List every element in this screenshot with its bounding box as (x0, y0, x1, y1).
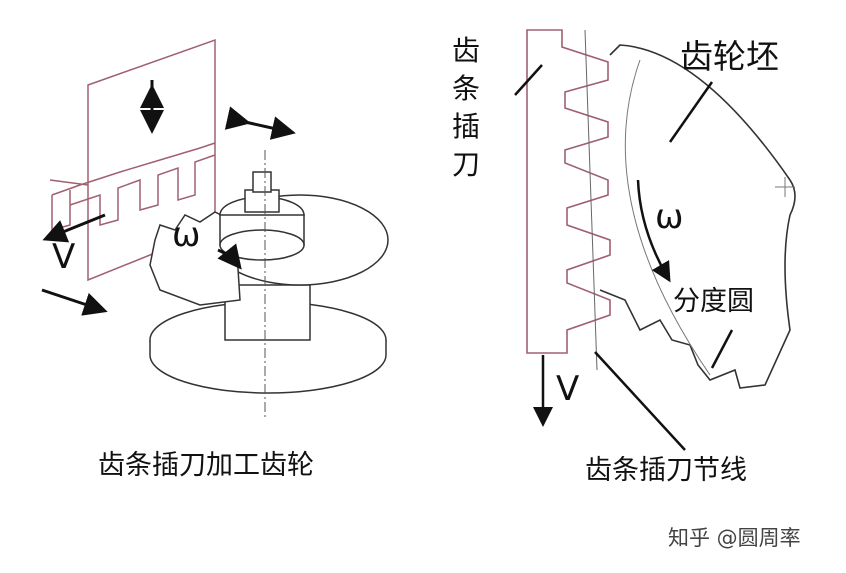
feed-arrow-icon (41, 288, 108, 316)
pitch-line (584, 29, 598, 371)
horizontal-arrow-icon (224, 106, 296, 140)
rack-cutter-label: 齿条插刀 (452, 34, 481, 181)
left-velocity-label: V (52, 237, 76, 277)
gear-blank-label: 齿轮坯 (680, 37, 779, 76)
right-omega-arrow-icon (636, 179, 671, 283)
pitch-line-label: 齿条插刀节线 (585, 455, 747, 486)
left-v-arrow-icon (42, 213, 106, 243)
left-gear (149, 171, 389, 394)
left-omega-label: ω (172, 215, 201, 255)
gear-blank (599, 44, 796, 389)
left-arrows (41, 80, 296, 316)
watermark: 知乎 @圆周率 (668, 526, 801, 550)
right-velocity-label: V (556, 369, 580, 409)
left-omega-arrow-icon (217, 243, 242, 270)
rack-cutter (526, 29, 611, 354)
right-omega-label: ω (655, 197, 684, 237)
pitch-circle-label: 分度圆 (673, 286, 754, 317)
left-caption: 齿条插刀加工齿轮 (98, 450, 314, 481)
right-leaders (514, 64, 734, 451)
